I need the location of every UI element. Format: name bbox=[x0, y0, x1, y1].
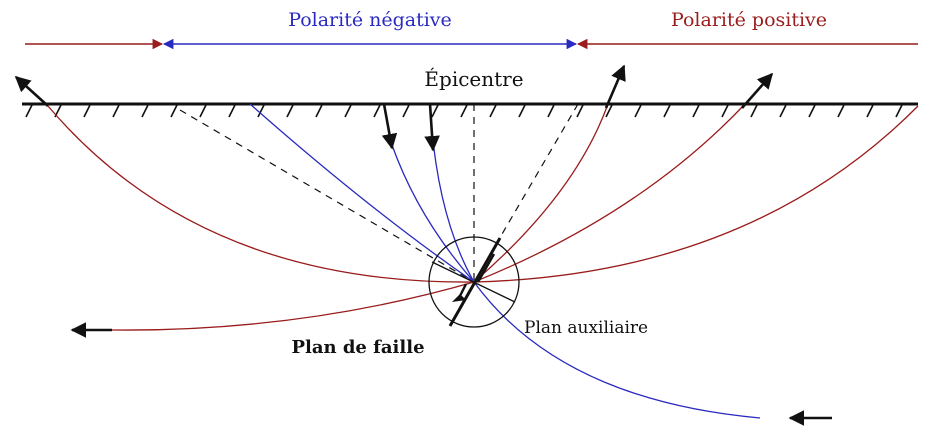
surface-hatch-tick bbox=[750, 104, 758, 118]
surface-hatch-tick bbox=[25, 104, 33, 118]
auxiliary-plane-label: Plan auxiliaire bbox=[524, 318, 648, 338]
surface-hatch-tick bbox=[344, 104, 352, 118]
surface-hatch-tick bbox=[431, 104, 439, 118]
negative-rays bbox=[249, 103, 761, 419]
arrow-down-1 bbox=[381, 103, 398, 150]
surface-hatch-tick bbox=[808, 104, 816, 118]
surface-hatch-tick bbox=[141, 104, 149, 118]
surface-hatching bbox=[25, 104, 903, 118]
positive-rays bbox=[47, 103, 919, 331]
negative-polarity-label: Polarité négative bbox=[288, 9, 452, 31]
blue-ray-lower-right bbox=[473, 281, 761, 419]
surface-hatch-tick bbox=[866, 104, 874, 118]
arrow-up-right-1 bbox=[604, 64, 626, 109]
positive-polarity-label: Polarité positive bbox=[671, 9, 827, 31]
red-ray-lower-left bbox=[111, 281, 475, 331]
focal-sphere bbox=[428, 236, 520, 328]
auxiliary-plane-line bbox=[431, 261, 516, 303]
surface-hatch-tick bbox=[489, 104, 497, 118]
surface-hatch-tick bbox=[83, 104, 91, 118]
surface-hatch-tick bbox=[634, 104, 642, 118]
blue-ray-2 bbox=[391, 144, 475, 283]
polarity-ranges: Polarité négative Polarité positive bbox=[25, 9, 918, 50]
surface-hatch-tick bbox=[576, 104, 584, 118]
surface-hatch-tick bbox=[895, 104, 903, 118]
surface-hatch-tick bbox=[228, 104, 236, 118]
surface-hatch-tick bbox=[170, 104, 178, 118]
surface-hatch-tick bbox=[402, 104, 410, 118]
fault-plane-label: Plan de faille bbox=[291, 337, 424, 358]
fault-plane-line bbox=[448, 237, 502, 327]
blue-ray-1 bbox=[249, 103, 475, 283]
surface-hatch-tick bbox=[547, 104, 555, 118]
surface-hatch-tick bbox=[721, 104, 729, 118]
surface-hatch-tick bbox=[286, 104, 294, 118]
surface-hatch-tick bbox=[199, 104, 207, 118]
arrow-up-right-2 bbox=[741, 72, 774, 109]
surface-hatch-tick bbox=[837, 104, 845, 118]
surface-hatch-tick bbox=[373, 104, 381, 118]
surface-hatch-tick bbox=[315, 104, 323, 118]
surface-hatch-tick bbox=[518, 104, 526, 118]
surface-hatch-tick bbox=[692, 104, 700, 118]
surface-hatch-tick bbox=[257, 104, 265, 118]
arrow-upper-left bbox=[14, 75, 49, 107]
slip-arrow-lower bbox=[456, 283, 468, 301]
dashed-guides bbox=[179, 103, 579, 283]
left-dashed-line bbox=[179, 109, 475, 283]
surface-hatch-tick bbox=[605, 104, 613, 118]
focal-circle bbox=[428, 236, 520, 328]
surface-hatch-tick bbox=[460, 104, 468, 118]
red-ray-up-right-2 bbox=[473, 103, 746, 283]
surface-hatch-tick bbox=[112, 104, 120, 118]
ground-surface bbox=[22, 102, 918, 118]
epicenter-label: Épicentre bbox=[424, 67, 523, 91]
first-motion-arrows bbox=[14, 64, 832, 426]
red-ray-far-right bbox=[473, 105, 919, 283]
arrow-down-2 bbox=[424, 103, 440, 152]
surface-hatch-tick bbox=[779, 104, 787, 118]
red-ray-up-right-1 bbox=[473, 103, 609, 283]
slip-arrow-stem bbox=[476, 253, 496, 283]
red-ray-far-left bbox=[47, 105, 475, 283]
surface-hatch-tick bbox=[663, 104, 671, 118]
